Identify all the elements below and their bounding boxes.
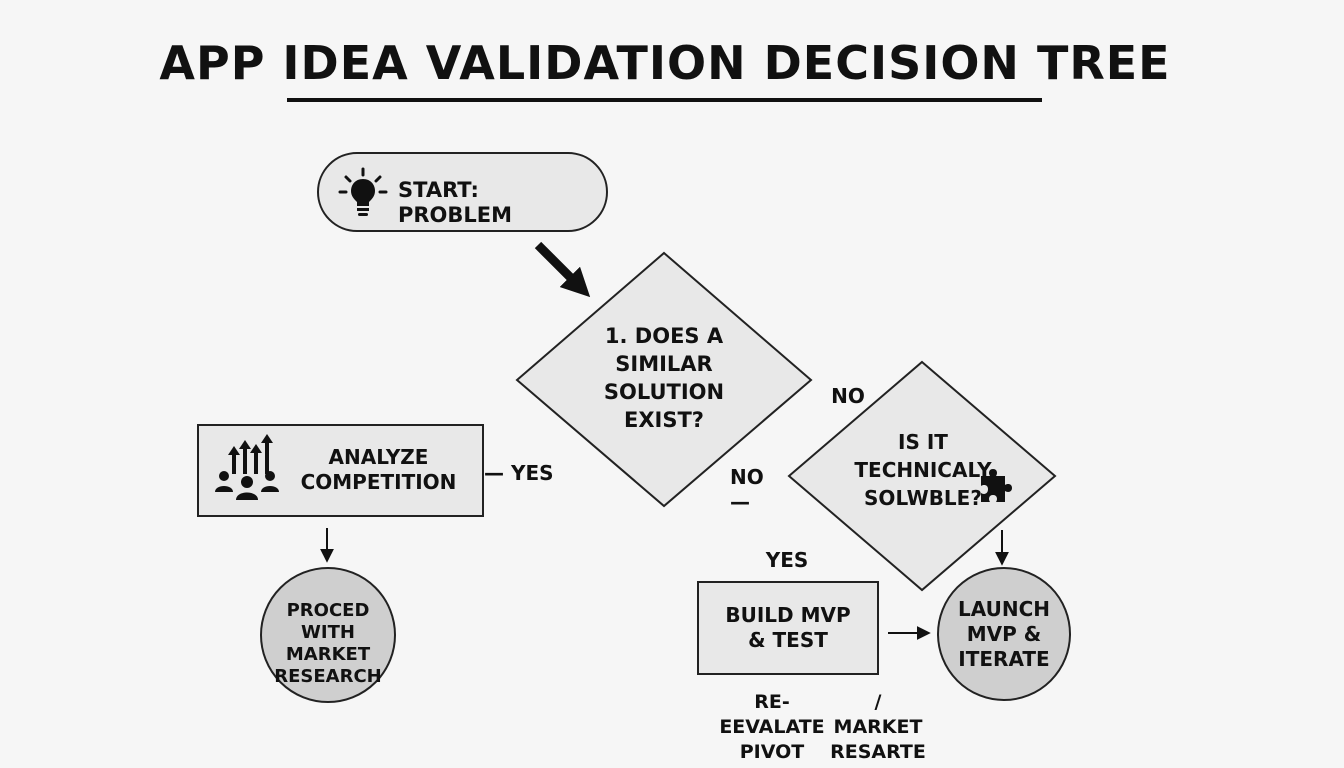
- proceed-line-2: MARKET: [285, 644, 371, 665]
- build-mvp-label: BUILD MVP & TEST: [718, 603, 858, 653]
- edge-label-q2-yes: YES: [765, 548, 809, 572]
- proceed-line-3: RESEARCH: [274, 666, 382, 687]
- question-2-line-2: TECHNICALY: [854, 458, 992, 482]
- edge-label-q2-no: NO —: [730, 465, 764, 514]
- question-1-line-4: EXIST?: [624, 408, 704, 432]
- arrow-start-to-q1: [534, 241, 591, 298]
- team-growth-icon: [215, 434, 279, 500]
- launch-line-1: LAUNCH: [957, 597, 1050, 621]
- question-2-label: IS IT TECHNICALY SOLWBLE?: [848, 428, 998, 512]
- analyze-competition-node: [197, 424, 484, 517]
- question-1-diamond: [515, 251, 813, 508]
- reevaluate-pivot-label: RE-EEVALATE PIVOT: [712, 690, 832, 765]
- lightbulb-icon: [338, 167, 388, 216]
- build-mvp-node: [697, 581, 879, 675]
- market-line-2: RESARTE: [830, 741, 926, 763]
- launch-mvp-label: LAUNCH MVP & ITERATE: [944, 597, 1064, 672]
- proceed-market-research-node: [260, 567, 396, 703]
- question-1-line-2: SIMILAR: [615, 352, 713, 376]
- market-line-1: / MARKET: [833, 691, 923, 738]
- edge-label-q1-yes: — YES: [484, 461, 554, 485]
- question-1-label: 1. DOES A SIMILAR SOLUTION EXIST?: [584, 322, 744, 434]
- analyze-competition-label: ANALYZE COMPETITION: [296, 445, 461, 495]
- reevaluate-line-1: RE-EEVALATE: [719, 691, 825, 738]
- launch-line-2: MVP &: [966, 622, 1042, 646]
- question-2-diamond: [787, 360, 1057, 592]
- page-title: APP IDEA VALIDATION DECISION TREE: [159, 36, 1171, 90]
- analyze-line-2: COMPETITION: [300, 470, 457, 494]
- analyze-line-1: ANALYZE: [328, 445, 429, 469]
- question-2-line-1: IS IT: [898, 430, 948, 454]
- proceed-line-1: PROCED WITH: [286, 600, 370, 643]
- proceed-market-research-label: PROCED WITH MARKET RESEARCH: [262, 600, 394, 688]
- question-1-line-1: 1. DOES A: [604, 324, 724, 348]
- question-2-line-3: SOLWBLE?: [864, 486, 982, 510]
- start-node-label: START: PROBLEM: [398, 178, 513, 227]
- build-line-2: & TEST: [748, 628, 828, 652]
- build-line-1: BUILD MVP: [725, 603, 851, 627]
- edge-label-q1-no: NO: [831, 384, 865, 408]
- question-1-line-3: SOLUTION: [603, 380, 725, 404]
- market-research-note-label: / MARKET RESARTE: [828, 690, 928, 765]
- reevaluate-line-2: PIVOT: [739, 741, 805, 763]
- launch-line-3: ITERATE: [958, 647, 1050, 671]
- start-node: [317, 152, 608, 232]
- launch-mvp-node: [937, 567, 1071, 701]
- puzzle-piece-icon: [981, 469, 1012, 502]
